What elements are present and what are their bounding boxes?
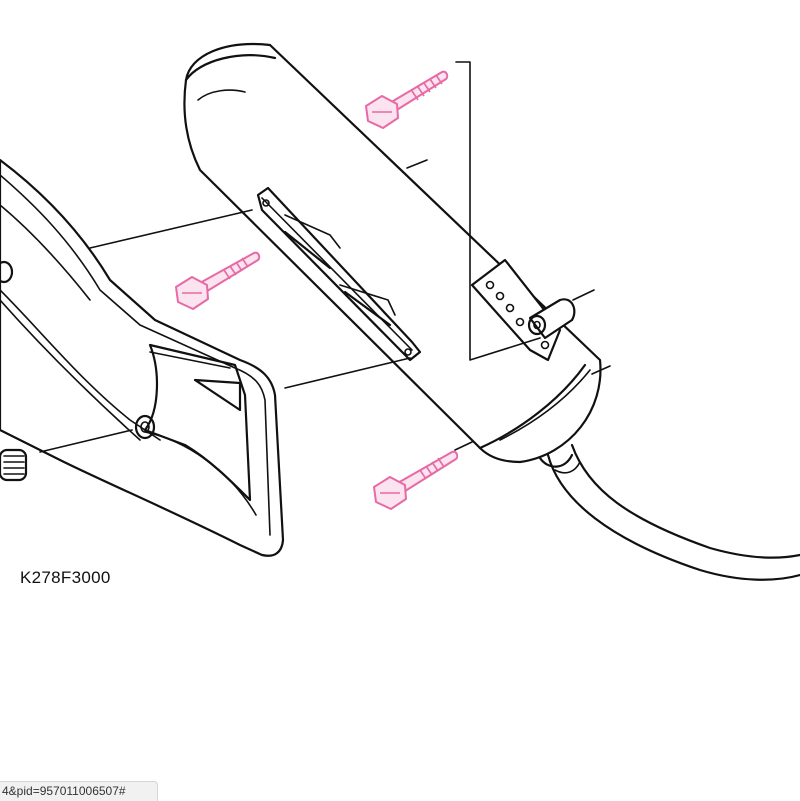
exhaust-pipe [546, 443, 800, 581]
muffler [183, 43, 602, 468]
flange-bolt-middle [175, 251, 261, 310]
heat-shield [0, 158, 285, 557]
flange-bolt-bottom [373, 450, 459, 510]
leader-lines [39, 61, 611, 453]
part-code-label: K278F3000 [20, 568, 111, 587]
muffler-bracket [256, 186, 422, 362]
status-url-strip[interactable]: 4&pid=957011006507# [0, 781, 158, 801]
flange-bolt-top [365, 70, 449, 129]
clamp-bracket [470, 258, 576, 362]
grommet [0, 448, 28, 482]
